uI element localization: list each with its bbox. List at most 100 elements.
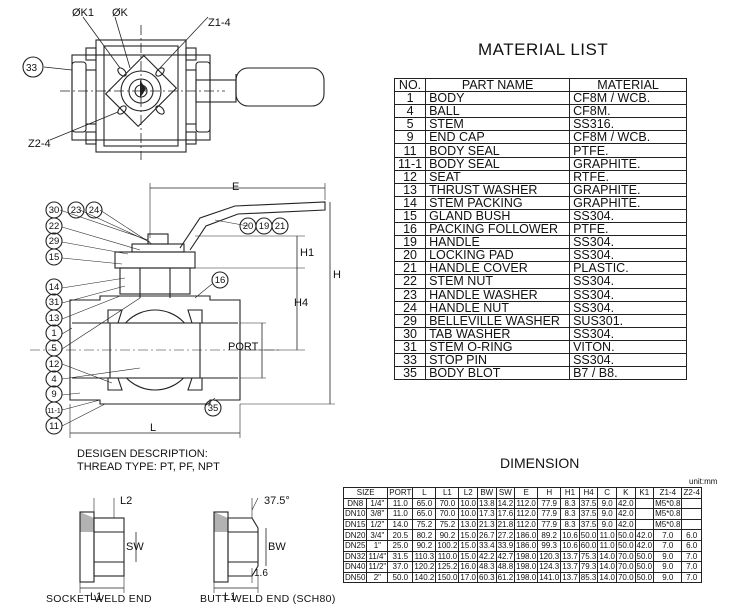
dimension-cell: 42.0 xyxy=(634,539,655,552)
dimension-cell: 80.2 xyxy=(412,529,437,541)
part-no: 35 xyxy=(393,366,427,381)
bubble-13: 13 xyxy=(49,313,60,324)
dimension-cell: 8.3 xyxy=(560,497,580,510)
bubble-22: 22 xyxy=(49,221,60,232)
dimension-header-cell: K xyxy=(615,487,636,499)
part-name: BODY BLOT xyxy=(425,366,571,381)
dimension-cell: 10.0 xyxy=(458,497,478,510)
bubble-14: 14 xyxy=(49,282,60,293)
part-name: PACKING FOLLOWER xyxy=(425,222,571,237)
dimension-cell xyxy=(634,518,655,531)
dimension-cell: 50.0 xyxy=(634,571,655,584)
part-no: 1 xyxy=(393,91,427,106)
dimension-cell: 100.2 xyxy=(435,539,460,552)
dimension-cell: 6.0 xyxy=(681,539,702,552)
part-no: 30 xyxy=(393,326,427,341)
dimension-cell: 14.2 xyxy=(495,497,516,510)
dimension-cell: 120.2 xyxy=(412,561,437,573)
label-ok: ØK xyxy=(112,7,129,19)
dimension-cell: 150.0 xyxy=(435,571,460,584)
butt-angle: 37.5° xyxy=(264,495,290,507)
dimension-cell: 85.3 xyxy=(578,571,599,584)
dimension-cell: 50.0 xyxy=(578,529,599,541)
dimension-cell: 13.7 xyxy=(560,550,580,563)
dimension-cell: 13.0 xyxy=(458,518,478,531)
part-no: 20 xyxy=(393,248,427,263)
dimension-cell: DN20 xyxy=(342,529,368,541)
part-name: HANDLE WASHER xyxy=(425,287,571,302)
bubble-21: 21 xyxy=(275,221,286,232)
dimension-cell: 65.0 xyxy=(412,497,437,510)
bubble-9: 9 xyxy=(51,389,56,400)
dimension-cell: 110.0 xyxy=(435,550,460,563)
dimension-cell: 75.2 xyxy=(435,518,460,531)
part-material: GRAPHITE. xyxy=(569,195,688,210)
dimension-unit: unit:mm xyxy=(689,477,718,486)
dimension-cell: 7.0 xyxy=(653,539,683,552)
dimension-cell: 50.0 xyxy=(387,571,414,584)
dimension-header-cell: K1 xyxy=(634,487,655,499)
dimension-cell: 112.0 xyxy=(514,497,539,510)
dimension-cell: 198.0 xyxy=(514,561,539,573)
dimension-cell: 48.3 xyxy=(477,561,497,573)
dim-port: PORT xyxy=(228,341,259,353)
dimension-cell: 10.6 xyxy=(560,529,580,541)
butt-weld-caption: BUTT WELD END (SCH80) xyxy=(200,593,336,605)
dim-h4: H4 xyxy=(294,297,308,309)
dimension-cell: 14.0 xyxy=(387,518,414,531)
dimension-cell: 14.0 xyxy=(597,571,617,584)
part-name: HANDLE COVER xyxy=(425,261,571,276)
dimension-cell: 21.8 xyxy=(495,518,516,531)
dimension-cell: 79.3 xyxy=(578,561,599,573)
dimension-cell: 13.7 xyxy=(560,571,580,584)
dimension-cell: 70.0 xyxy=(435,508,460,520)
dimension-header-cell: L2 xyxy=(458,487,478,499)
dimension-cell: 13.7 xyxy=(560,561,580,573)
part-name: THRUST WASHER xyxy=(425,182,571,197)
bubble-20: 20 xyxy=(243,221,254,232)
dimension-cell: 70.0 xyxy=(435,497,460,510)
part-no: 19 xyxy=(393,235,427,250)
dimension-cell: 33.4 xyxy=(477,539,497,552)
dimension-cell: 31.5 xyxy=(387,550,414,563)
butt-thickness: 1.6 xyxy=(254,568,268,579)
dimension-cell: DN32 xyxy=(342,550,368,563)
dimension-cell: 110.3 xyxy=(412,550,437,563)
dimension-cell: 37.5 xyxy=(578,508,599,520)
dimension-header-cell: C xyxy=(597,487,617,499)
dimension-cell: 17.6 xyxy=(495,508,516,520)
part-material: PTFE. xyxy=(569,222,688,237)
dimension-cell xyxy=(681,508,702,520)
dimension-cell: 89.2 xyxy=(537,529,562,541)
socket-l2: L2 xyxy=(120,495,132,507)
dimension-cell: 11.0 xyxy=(387,508,414,520)
part-no: 23 xyxy=(393,287,427,302)
material-list-header: NO. PART NAME MATERIAL xyxy=(393,77,688,93)
bubble-16: 16 xyxy=(215,275,226,286)
dimension-cell: 90.2 xyxy=(435,529,460,541)
dimension-cell: 37.0 xyxy=(387,561,414,573)
part-material: CF8M. xyxy=(569,104,688,119)
dimension-cell: 11/4" xyxy=(366,550,389,563)
dimension-cell: 65.0 xyxy=(412,508,437,520)
dimension-cell: 37.5 xyxy=(578,518,599,531)
part-material: B7 / B8. xyxy=(569,366,688,381)
dimension-cell: 77.9 xyxy=(537,497,562,510)
dimension-cell: 112.0 xyxy=(514,518,539,531)
part-material: RTFE. xyxy=(569,169,688,184)
dimension-cell: 7.0 xyxy=(681,571,702,584)
part-name: STEM NUT xyxy=(425,274,571,289)
dimension-cell: 20.5 xyxy=(387,529,414,541)
part-material: SS304. xyxy=(569,326,688,341)
